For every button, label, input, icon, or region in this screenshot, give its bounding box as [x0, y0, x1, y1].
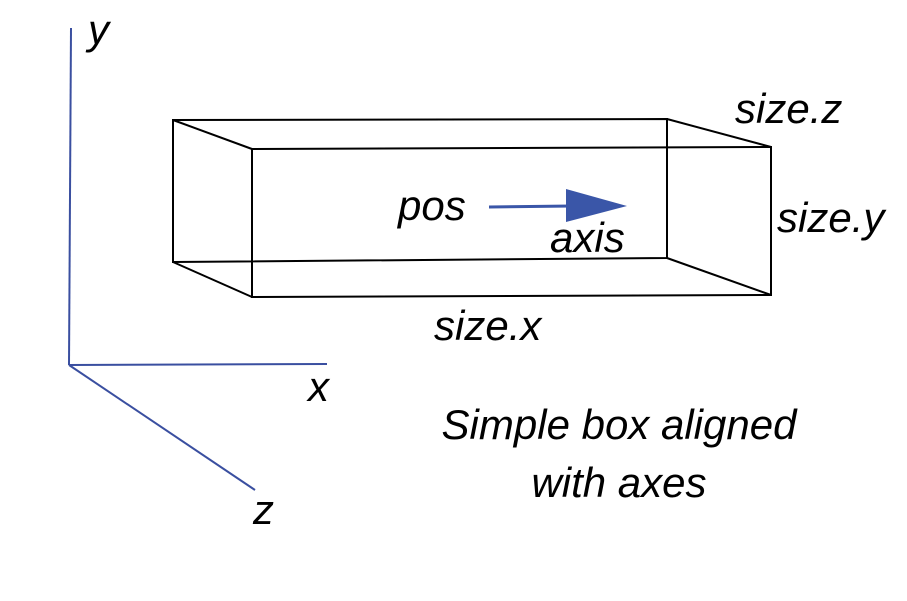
y-axis-label: y — [85, 6, 112, 53]
z-axis-label: z — [252, 486, 274, 533]
axis-vector-arrow — [488, 189, 627, 222]
z-axis-line — [68, 364, 256, 491]
arrow-shaft — [488, 204, 573, 209]
arrow-head — [566, 189, 627, 222]
wireframe-box — [172, 117, 772, 299]
size-y-label: size.y — [777, 194, 887, 241]
box-edge-top-left — [172, 119, 253, 150]
pos-label: pos — [396, 182, 466, 229]
coordinate-axes — [68, 27, 328, 491]
caption-line-1: Simple box aligned — [442, 401, 799, 448]
size-z-label: size.z — [735, 85, 842, 132]
box-edge-bottom-right — [666, 257, 772, 296]
box-edge-bottom-left — [172, 261, 253, 298]
y-axis-line — [68, 27, 72, 366]
x-axis-line — [68, 363, 328, 366]
size-x-label: size.x — [434, 302, 543, 349]
x-axis-label: x — [306, 363, 331, 410]
box-front-face — [251, 145, 772, 299]
caption-line-2: with axes — [531, 459, 706, 506]
axis-label: axis — [550, 214, 625, 261]
box-edge-top-right — [666, 118, 772, 148]
